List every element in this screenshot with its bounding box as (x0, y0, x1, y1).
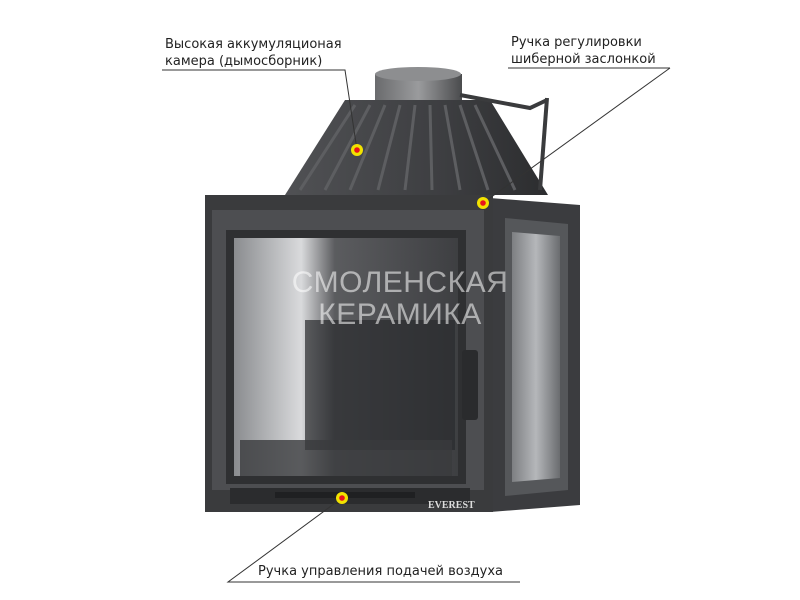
callout-chamber-line1: Высокая аккумуляционая (165, 37, 342, 52)
damper-handle (459, 93, 549, 191)
watermark-line2: КЕРАМИКА (318, 298, 482, 331)
marker-chamber (351, 144, 363, 156)
callout-air: Ручка управления подачей воздуха (258, 563, 503, 580)
brand-plate: EVEREST (428, 500, 475, 511)
leader-lines (162, 67, 671, 583)
callout-chamber: Высокая аккумуляционая камера (дымосборн… (165, 36, 342, 70)
watermark-line1: СМОЛЕНСКАЯ (291, 266, 509, 299)
marker-damper (477, 197, 489, 209)
front-body (205, 195, 493, 512)
callout-damper-line1: Ручка регулировки (511, 35, 642, 50)
smoke-collector-hood (285, 100, 548, 195)
callout-damper-line2: шиберной заслонкой (511, 52, 656, 67)
callout-chamber-line2: камера (дымосборник) (165, 54, 323, 69)
callout-damper: Ручка регулировки шиберной заслонкой (511, 34, 656, 68)
callout-air-line1: Ручка управления подачей воздуха (258, 564, 503, 579)
marker-air (336, 492, 348, 504)
chimney-pipe (375, 67, 462, 102)
side-panel (490, 198, 580, 512)
